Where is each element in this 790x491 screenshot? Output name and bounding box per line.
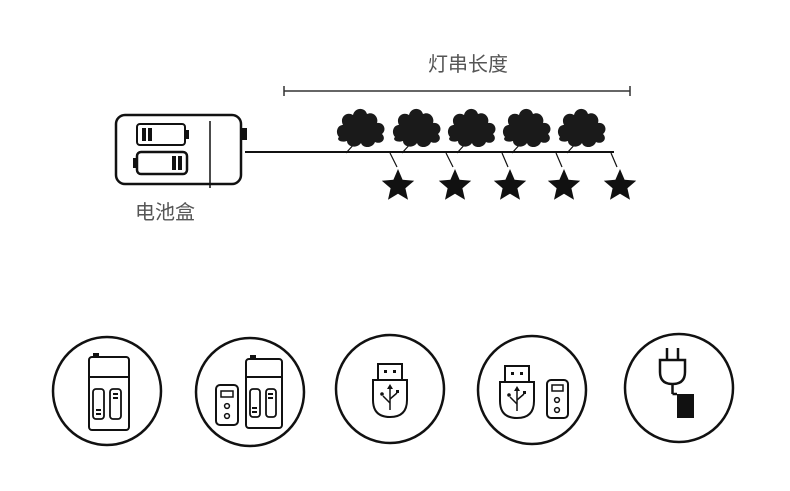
leaf-lights [336, 108, 606, 154]
star-light [381, 152, 415, 200]
length-label: 灯串长度 [428, 52, 508, 76]
star-light [493, 152, 527, 200]
battery-box-label: 电池盒 [135, 200, 195, 224]
leaf-light [502, 108, 551, 154]
length-dimension: 灯串长度 [283, 52, 631, 96]
leaf-light [392, 108, 441, 154]
star-light [603, 152, 637, 200]
usb-icon [334, 333, 446, 445]
leaf-light [336, 108, 385, 154]
battery-pack-remote-icon [194, 336, 306, 448]
leaf-light [447, 108, 496, 154]
leaf-light [557, 108, 606, 154]
star-light [438, 152, 472, 200]
battery-box: 电池盒 [114, 113, 247, 224]
battery-pack-icon [51, 335, 163, 447]
usb-remote-icon [476, 334, 588, 446]
star-lights [381, 152, 637, 200]
power-plug-icon [623, 332, 735, 444]
power-options [51, 332, 735, 448]
star-light [547, 152, 581, 200]
